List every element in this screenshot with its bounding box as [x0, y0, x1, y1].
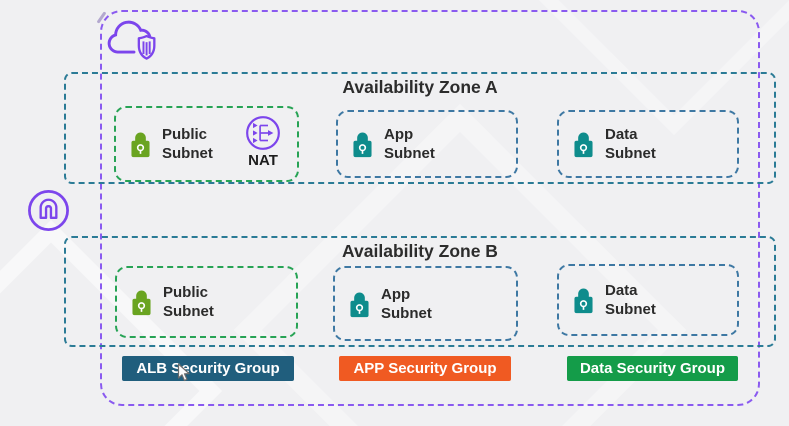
subnet-label: App Subnet — [384, 125, 435, 163]
subnet-app-zone-b: App Subnet — [333, 266, 518, 341]
subnet-data-zone-a: Data Subnet — [557, 110, 739, 178]
subnet-label-line: Subnet — [605, 301, 656, 318]
nat-gateway: NAT — [238, 113, 288, 169]
subnet-label-line: Subnet — [384, 145, 435, 162]
subnet-label: Public Subnet — [162, 125, 213, 163]
alb-security-group-label: ALB Security Group — [122, 356, 294, 381]
subnet-label-line: Data — [605, 282, 638, 299]
subnet-label: Data Subnet — [605, 281, 656, 319]
availability-zone-b: Availability Zone B — [64, 236, 776, 347]
subnet-label-line: Subnet — [163, 303, 214, 320]
cloud-security-icon — [107, 20, 156, 60]
app-security-group-label: APP Security Group — [339, 356, 511, 381]
subnet-label-line: Subnet — [162, 145, 213, 162]
public-subnet-lock-icon — [131, 132, 150, 158]
subnet-label-line: App — [384, 126, 414, 143]
nat-gateway-icon — [246, 116, 280, 150]
subnet-label-line: Subnet — [381, 304, 432, 322]
subnet-label: App Subnet — [381, 285, 432, 323]
availability-zone-a: Availability Zone A — [64, 72, 776, 184]
subnet-label-line: Subnet — [605, 145, 656, 162]
public-subnet-lock-icon — [132, 290, 151, 316]
subnet-label-line: Data — [605, 126, 638, 143]
subnet-label: Public Subnet — [163, 283, 214, 321]
private-subnet-lock-icon — [574, 288, 593, 314]
subnet-public-zone-b: Public Subnet — [115, 266, 298, 338]
vpc-boundary — [100, 10, 760, 406]
mouse-cursor — [177, 363, 190, 382]
subnet-data-zone-b: Data Subnet — [557, 264, 739, 336]
az-a-title: Availability Zone A — [342, 77, 498, 97]
private-subnet-lock-icon — [353, 132, 372, 158]
subnet-label-line: Public — [163, 284, 209, 301]
subnet-label: Data Subnet — [605, 125, 656, 163]
subnet-label-line: App — [381, 285, 411, 303]
private-subnet-lock-icon — [574, 132, 593, 158]
data-security-group-label: Data Security Group — [567, 356, 738, 381]
subnet-app-zone-a: App Subnet — [336, 110, 518, 178]
vpc-icon — [28, 190, 69, 231]
subnet-label-line: Public — [162, 126, 208, 143]
nat-label: NAT — [248, 152, 278, 169]
private-subnet-lock-icon — [350, 292, 369, 317]
subnet-public-zone-a: Public Subnet NAT — [114, 106, 299, 182]
az-b-title: Availability Zone B — [342, 241, 498, 261]
